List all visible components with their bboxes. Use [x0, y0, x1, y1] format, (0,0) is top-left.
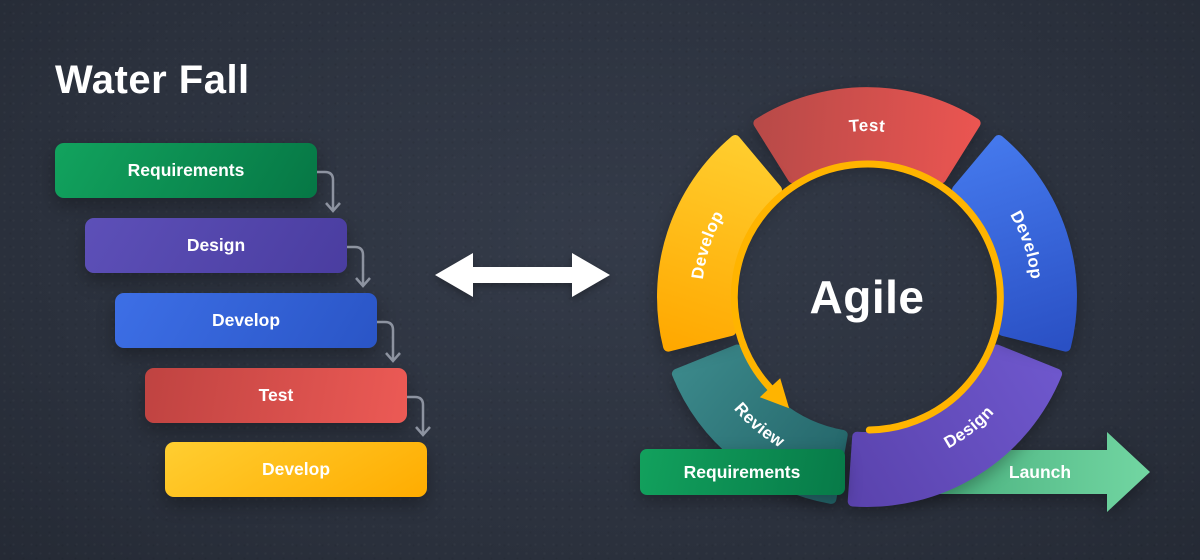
compare-arrows-icon	[435, 253, 610, 297]
agile-segment-design	[847, 344, 1063, 507]
waterfall-title: Water Fall	[55, 58, 250, 102]
agile-segment-develop-right	[952, 135, 1077, 352]
launch-label: Launch	[1009, 462, 1071, 482]
agile-segment-develop-left	[657, 135, 782, 352]
waterfall-step-develop: Develop	[115, 293, 377, 348]
agile-diagram: Review Launch Design Requirements Test D…	[640, 87, 1150, 512]
requirements-bar: Requirements	[640, 449, 845, 495]
waterfall-step-develop-2: Develop	[165, 442, 427, 497]
waterfall-step-label: Design	[186, 235, 246, 255]
waterfall-step-label: Develop	[261, 459, 331, 479]
cycle-arrowhead	[759, 378, 790, 409]
elbow-down-arrow-icon	[317, 170, 341, 213]
waterfall-step-label: Test	[258, 385, 294, 405]
elbow-down-arrow-icon	[407, 395, 431, 437]
waterfall-step-requirements: Requirements	[55, 143, 317, 198]
elbow-down-arrow-icon	[377, 320, 401, 363]
agile-center-label: Agile	[810, 271, 925, 323]
waterfall-step-design: Design	[85, 218, 347, 273]
waterfall-step-test: Test	[145, 368, 407, 423]
agile-segment-test	[753, 87, 981, 184]
agile-segment-label: Test	[848, 116, 886, 136]
waterfall-step-label: Develop	[211, 310, 281, 330]
elbow-down-arrow-icon	[347, 245, 371, 288]
waterfall-step-label: Requirements	[127, 160, 245, 180]
requirements-label: Requirements	[684, 462, 801, 482]
circular-arrow-icon	[730, 160, 1004, 434]
